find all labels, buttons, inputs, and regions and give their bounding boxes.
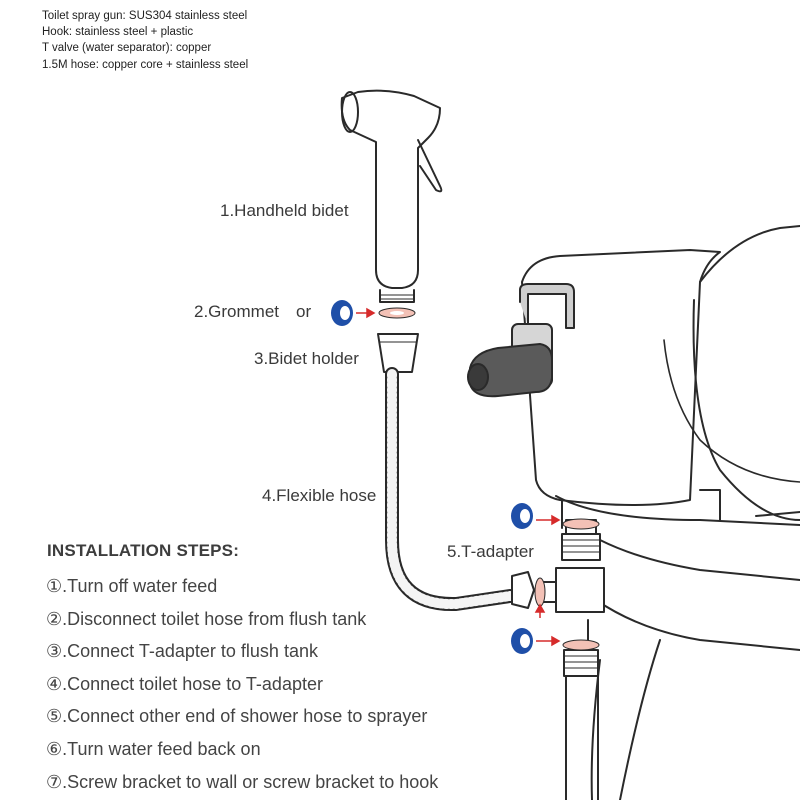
grommet-pink-top [378, 307, 416, 319]
handheld-bidet-illustration [340, 89, 443, 303]
step-6: ⑥.Turn water feed back on [46, 738, 261, 759]
step-7: ⑦.Screw bracket to wall or screw bracket… [46, 771, 439, 792]
hook-bracket [467, 283, 575, 398]
step-1: ①.Turn off water feed [46, 576, 218, 596]
label-or: or [296, 302, 312, 321]
grommet-pink-side [534, 577, 546, 607]
material-specs: Toilet spray gun: SUS304 stainless steel… [42, 8, 248, 73]
t-adapter-illustration [511, 519, 605, 800]
step-5: ⑤.Connect other end of shower hose to sp… [46, 706, 428, 727]
label-grommet: 2.Grommet [194, 302, 280, 321]
spec-hook: Hook: stainless steel + plastic [42, 26, 194, 39]
spec-spray-gun: Toilet spray gun: SUS304 stainless steel [42, 10, 248, 22]
step-2: ②.Disconnect toilet hose from flush tank [46, 608, 367, 629]
toilet-illustration [521, 225, 800, 800]
label-handheld-bidet: 1.Handheld bidet [220, 201, 349, 220]
arrow-tadapter-side [534, 603, 546, 618]
step-3: ③.Connect T-adapter to flush tank [46, 641, 318, 662]
installation-title: INSTALLATION STEPS: [47, 541, 240, 560]
label-flexible-hose: 4.Flexible hose [262, 486, 377, 505]
arrow-tadapter-bottom [536, 635, 561, 647]
spec-hose: 1.5M hose: copper core + stainless steel [42, 58, 249, 71]
arrow-tadapter-top [536, 514, 561, 526]
installation-steps: ①.Turn off water feed ②.Disconnect toile… [46, 570, 438, 798]
grommet-blue-bottom [511, 628, 533, 654]
grommet-pink-tadapter-top [562, 518, 600, 530]
step-4: ④.Connect toilet hose to T-adapter [46, 673, 323, 694]
grommet-blue-top [331, 300, 353, 326]
arrow-grommet-top [356, 307, 376, 319]
grommet-pink-bottom [562, 639, 600, 651]
bidet-holder-illustration [377, 333, 419, 373]
label-bidet-holder: 3.Bidet holder [254, 349, 359, 368]
spec-t-valve: T valve (water separator): copper [42, 42, 212, 55]
label-t-adapter: 5.T-adapter [447, 542, 534, 561]
flexible-hose-illustration [385, 367, 517, 612]
grommet-blue-tadapter-top [511, 503, 533, 529]
